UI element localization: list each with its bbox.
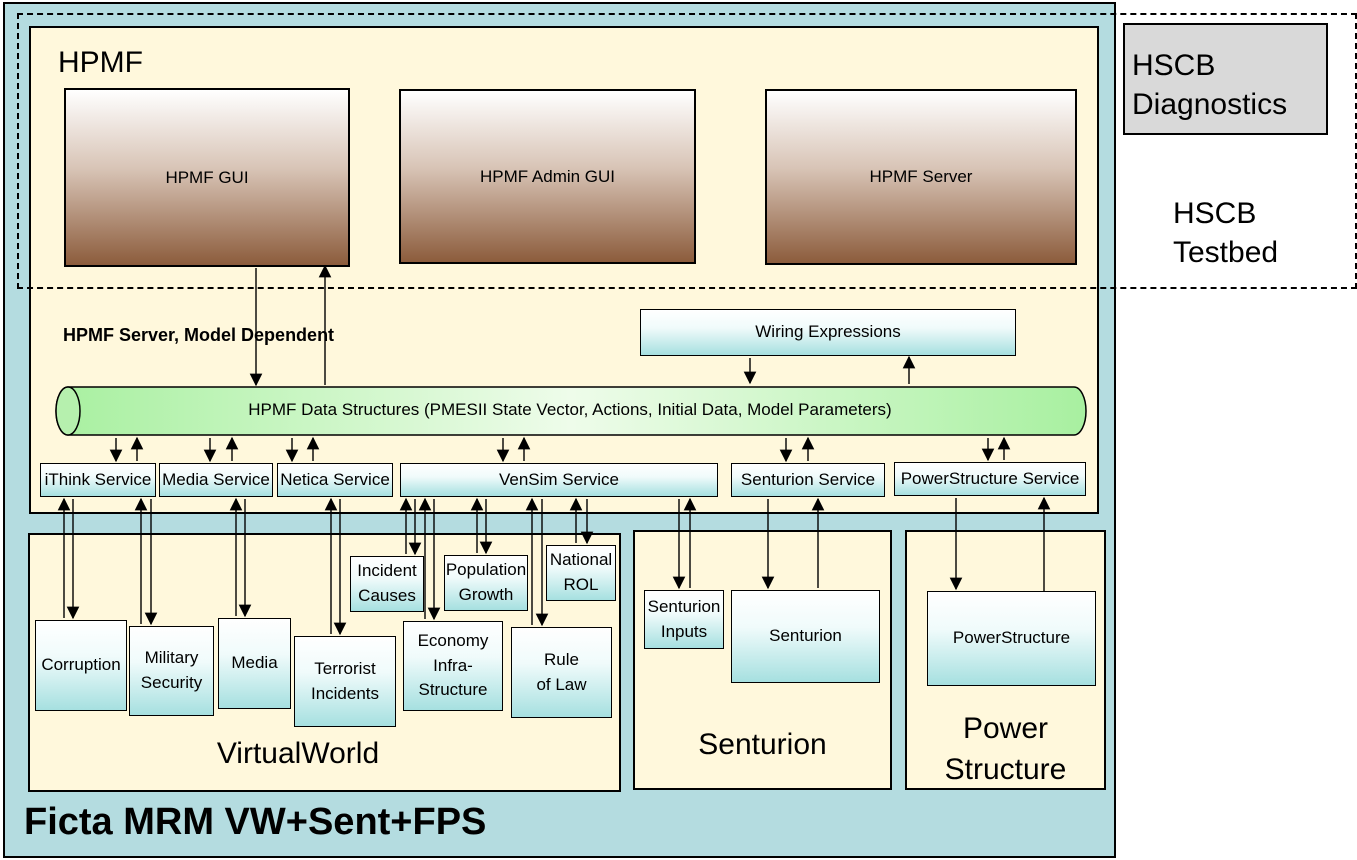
rule-label-line2: of Law <box>536 674 587 694</box>
vensim-service-label: VenSim Service <box>499 470 619 489</box>
hscb-diagnostics-line1: HSCB <box>1132 49 1216 82</box>
hpmf-admin-gui-box: HPMF Admin GUI <box>399 89 696 264</box>
incident-label-line1: Incident <box>357 561 417 581</box>
hpmf-gui-label: HPMF GUI <box>165 167 249 187</box>
senturion-panel-label: Senturion <box>698 728 827 761</box>
media-label: Media <box>231 653 278 673</box>
rule-of-law-label: Rule of Law <box>536 648 586 697</box>
powerstructure-service: PowerStructure Service <box>894 462 1086 496</box>
power-structure-label-line1: Power <box>962 712 1049 745</box>
hpmf-title: HPMF <box>58 46 143 79</box>
national-label-line2: ROL <box>563 575 599 594</box>
hpmf-admin-gui-label: HPMF Admin GUI <box>479 166 616 186</box>
wiring-expressions-box: Wiring Expressions <box>640 309 1016 356</box>
incident-label-line2: Causes <box>358 586 416 605</box>
terrorist-label-line2: Incidents <box>310 683 380 703</box>
senturion-inputs-line1: Senturion <box>647 596 721 616</box>
economy-label-line3: Structure <box>418 680 488 700</box>
ithink-service: iThink Service <box>40 463 156 497</box>
senturion-service-label: Senturion Service <box>740 470 876 489</box>
hscb-testbed-label: HSCB Testbed <box>1173 194 1278 272</box>
virtualworld-label: VirtualWorld <box>216 737 380 770</box>
netica-service: Netica Service <box>277 463 393 497</box>
wiring-expressions-label: Wiring Expressions <box>755 322 901 342</box>
hpmf-server-label: HPMF Server <box>869 167 973 186</box>
hpmf-server-box: HPMF Server <box>765 89 1077 265</box>
economy-label-line1: Economy <box>417 631 489 651</box>
hscb-diagnostics-box: HSCB Diagnostics <box>1123 23 1328 135</box>
hscb-testbed-line1: HSCB <box>1173 197 1257 230</box>
senturion-inputs-line2: Inputs <box>660 621 708 641</box>
terrorist-label-line1: Terrorist <box>314 658 376 678</box>
hscb-diagnostics-line2: Diagnostics <box>1132 88 1288 121</box>
ficta-mrm-label: Ficta MRM VW+Sent+FPS <box>24 801 487 843</box>
media-box: Media <box>218 618 291 709</box>
rule-of-law-box: Rule of Law <box>511 627 612 718</box>
hpmf-gui-box: HPMF GUI <box>64 88 350 267</box>
rule-label-line1: Rule <box>544 649 579 669</box>
senturion-service: Senturion Service <box>731 463 885 497</box>
corruption-label: Corruption <box>41 655 121 675</box>
corruption-box: Corruption <box>35 620 127 711</box>
data-structures-pipe <box>55 386 1087 436</box>
senturion-box: Senturion <box>731 590 880 683</box>
media-service-label: Media Service <box>162 470 270 489</box>
military-label-line2: Security <box>140 673 203 692</box>
military-label-line1: Military <box>144 648 199 668</box>
national-label-line1: National <box>549 550 613 570</box>
ithink-service-label: iThink Service <box>44 470 152 489</box>
media-service: Media Service <box>159 463 273 497</box>
hscb-testbed-boundary <box>17 13 1357 289</box>
power-structure-label-line2: Structure <box>944 753 1067 786</box>
data-structures-label: HPMF Data Structures (PMESII State Vecto… <box>248 400 892 419</box>
model-dependent-label: HPMF Server, Model Dependent <box>63 325 335 345</box>
economy-label-line2: Infra- <box>433 655 473 675</box>
population-label-line2: Growth <box>458 585 514 604</box>
netica-service-label: Netica Service <box>280 470 390 489</box>
powerstructure-box: PowerStructure <box>927 591 1096 686</box>
hscb-testbed-line2: Testbed <box>1173 236 1279 269</box>
population-label-line1: Population <box>445 560 527 580</box>
powerstructure-box-label: PowerStructure <box>952 628 1071 648</box>
vensim-service: VenSim Service <box>400 463 718 497</box>
senturion-box-label: Senturion <box>769 626 842 646</box>
powerstructure-service-label: PowerStructure Service <box>900 469 1080 488</box>
